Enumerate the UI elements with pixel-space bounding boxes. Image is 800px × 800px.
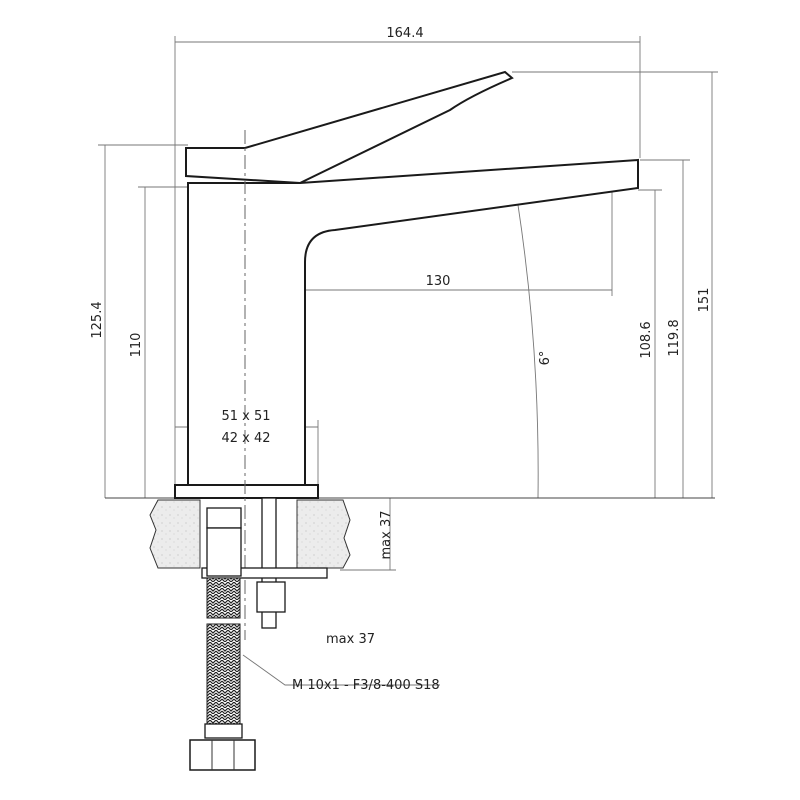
dim-spout-top-height: 119.8 bbox=[667, 319, 682, 356]
dim-overall-width: 164.4 bbox=[386, 26, 423, 41]
hose-spec-label: M 10x1 - F3/8-400 S18 bbox=[292, 678, 440, 693]
dim-base-outer: 51 x 51 bbox=[221, 409, 270, 424]
faucet-body bbox=[174, 70, 639, 640]
countertop-right bbox=[296, 499, 351, 569]
countertop bbox=[149, 499, 201, 569]
dim-max-thickness: max 37 bbox=[326, 632, 375, 647]
dim-overall-height: 151 bbox=[697, 288, 712, 313]
dim-base-inner: 42 x 42 bbox=[221, 431, 270, 446]
dim-spray-angle: 6° bbox=[538, 351, 553, 366]
dim-height-handle: 125.4 bbox=[90, 301, 105, 338]
dim-max-thickness-vertical: max 37 bbox=[379, 511, 394, 560]
dim-spout-outlet-height: 108.6 bbox=[639, 321, 654, 358]
dim-spout-reach: 130 bbox=[426, 274, 451, 289]
dim-height-body: 110 bbox=[129, 333, 144, 358]
mounting-hardware bbox=[189, 497, 328, 771]
